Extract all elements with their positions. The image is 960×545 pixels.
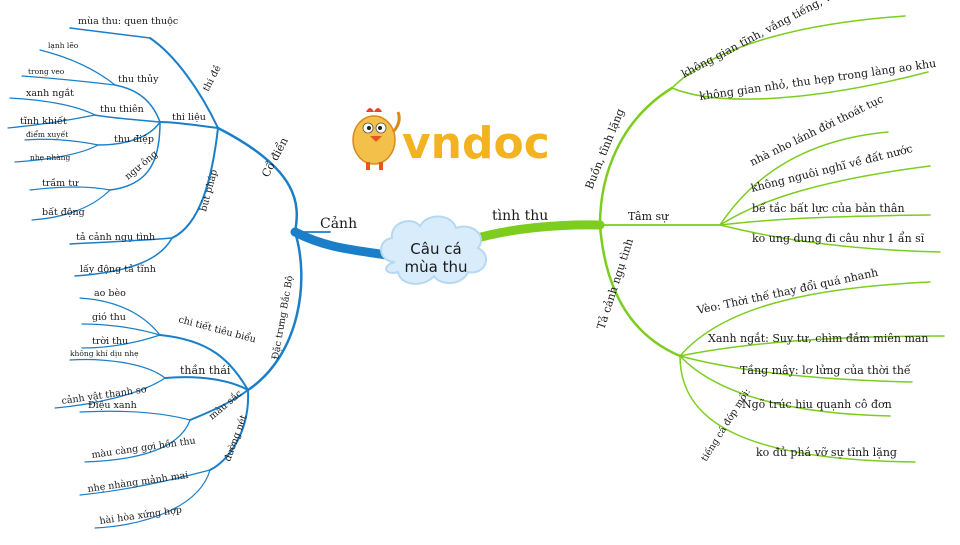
vndoc-logo: vndoc xyxy=(352,108,550,170)
label-tieng-ca-dop-moi-rest[interactable]: ko đủ phá vỡ sự tĩnh lặng xyxy=(756,446,897,459)
label-tinh-khiet[interactable]: tĩnh khiết xyxy=(20,116,67,127)
label-thi-lieu[interactable]: thi liệu xyxy=(172,112,206,123)
label-nhe-nhang[interactable]: nhẹ nhàng xyxy=(30,153,70,162)
label-tieng-ca-dop-moi[interactable]: tiếng cá đớp mồi: xyxy=(699,387,753,464)
branch-tinh-thu xyxy=(465,220,605,245)
label-canh[interactable]: Cảnh xyxy=(320,215,357,232)
label-lanh-leo[interactable]: lạnh lẽo xyxy=(48,41,79,50)
label-tang-may[interactable]: Tầng mây: lơ lửng của thời thế xyxy=(740,364,911,377)
label-lay-dong-ta-tinh[interactable]: lấy động tả tĩnh xyxy=(80,264,156,275)
chicken-mascot-icon xyxy=(352,108,401,170)
cloud-shape xyxy=(380,215,488,285)
branch-canh xyxy=(290,227,397,261)
label-trong-veo[interactable]: trong veo xyxy=(28,67,65,76)
label-thu-thien[interactable]: thu thiên xyxy=(100,104,144,115)
label-tram-tu[interactable]: trầm tư xyxy=(42,178,79,189)
label-ta-canh-ngu-tinh[interactable]: tả cảnh ngụ tình xyxy=(76,232,155,243)
label-thu-thuy[interactable]: thu thủy xyxy=(118,74,159,85)
label-khong-khi-diu-nhe[interactable]: không khí dịu nhẹ xyxy=(70,349,139,358)
label-tam-su[interactable]: Tâm sự xyxy=(628,210,669,223)
label-thu-diep[interactable]: thu điệp xyxy=(114,134,154,145)
label-mau-cang-goi-hon-thu[interactable]: màu càng gợi hồn thu xyxy=(91,435,197,461)
label-ao-beo[interactable]: ao bèo xyxy=(94,288,126,299)
label-mua-thu-quen-thuoc[interactable]: mùa thu: quen thuộc xyxy=(78,16,178,27)
center-line-1: Câu cá xyxy=(410,240,461,258)
label-xanh-ngat[interactable]: xanh ngắt xyxy=(26,87,74,99)
logo-text: vndoc xyxy=(402,118,550,169)
label-hai-hoa-xung-hop[interactable]: hài hòa xứng hợp xyxy=(99,505,183,527)
label-veo[interactable]: Vèo: Thời thế thay đổi quá nhanh xyxy=(695,266,879,317)
label-be-tac-bat-luc[interactable]: bế tắc bất lực của bản thân xyxy=(752,202,905,215)
label-dieu-xanh[interactable]: Điệu xanh xyxy=(88,400,137,411)
label-than-thai[interactable]: thần thái xyxy=(180,364,231,377)
center-node[interactable]: Câu cá mùa thu xyxy=(380,215,488,285)
label-duong-net[interactable]: đường nét xyxy=(222,413,249,463)
label-bat-dong[interactable]: bất động xyxy=(42,207,85,218)
label-ngo-truc[interactable]: Ngõ trúc hiu quạnh cô đơn xyxy=(742,398,892,411)
label-nhe-nhang-manh-mai[interactable]: nhẹ nhàng mảnh mai xyxy=(87,470,189,495)
label-but-phap[interactable]: bút pháp xyxy=(198,168,220,212)
label-dac-trung-bac-bo[interactable]: Đặc trưng Bắc Bộ xyxy=(269,274,296,360)
label-thi-de[interactable]: thi đề xyxy=(201,63,224,93)
label-ko-ung-dung[interactable]: ko ung dung đi câu như 1 ẩn sĩ xyxy=(752,232,925,245)
label-xanh-ngat-right[interactable]: Xanh ngắt: Suy tư, chìm đắm miên man xyxy=(708,332,929,345)
label-khong-gian-nho[interactable]: không gian nhỏ, thu hẹp trong làng ao kh… xyxy=(699,57,937,103)
label-tinh-thu[interactable]: tình thu xyxy=(492,208,548,224)
label-diem-xuyet[interactable]: điểm xuyết xyxy=(26,130,68,139)
label-gio-thu[interactable]: gió thu xyxy=(92,312,126,323)
center-line-2: mùa thu xyxy=(405,258,468,276)
label-troi-thu[interactable]: trời thu xyxy=(92,336,128,347)
